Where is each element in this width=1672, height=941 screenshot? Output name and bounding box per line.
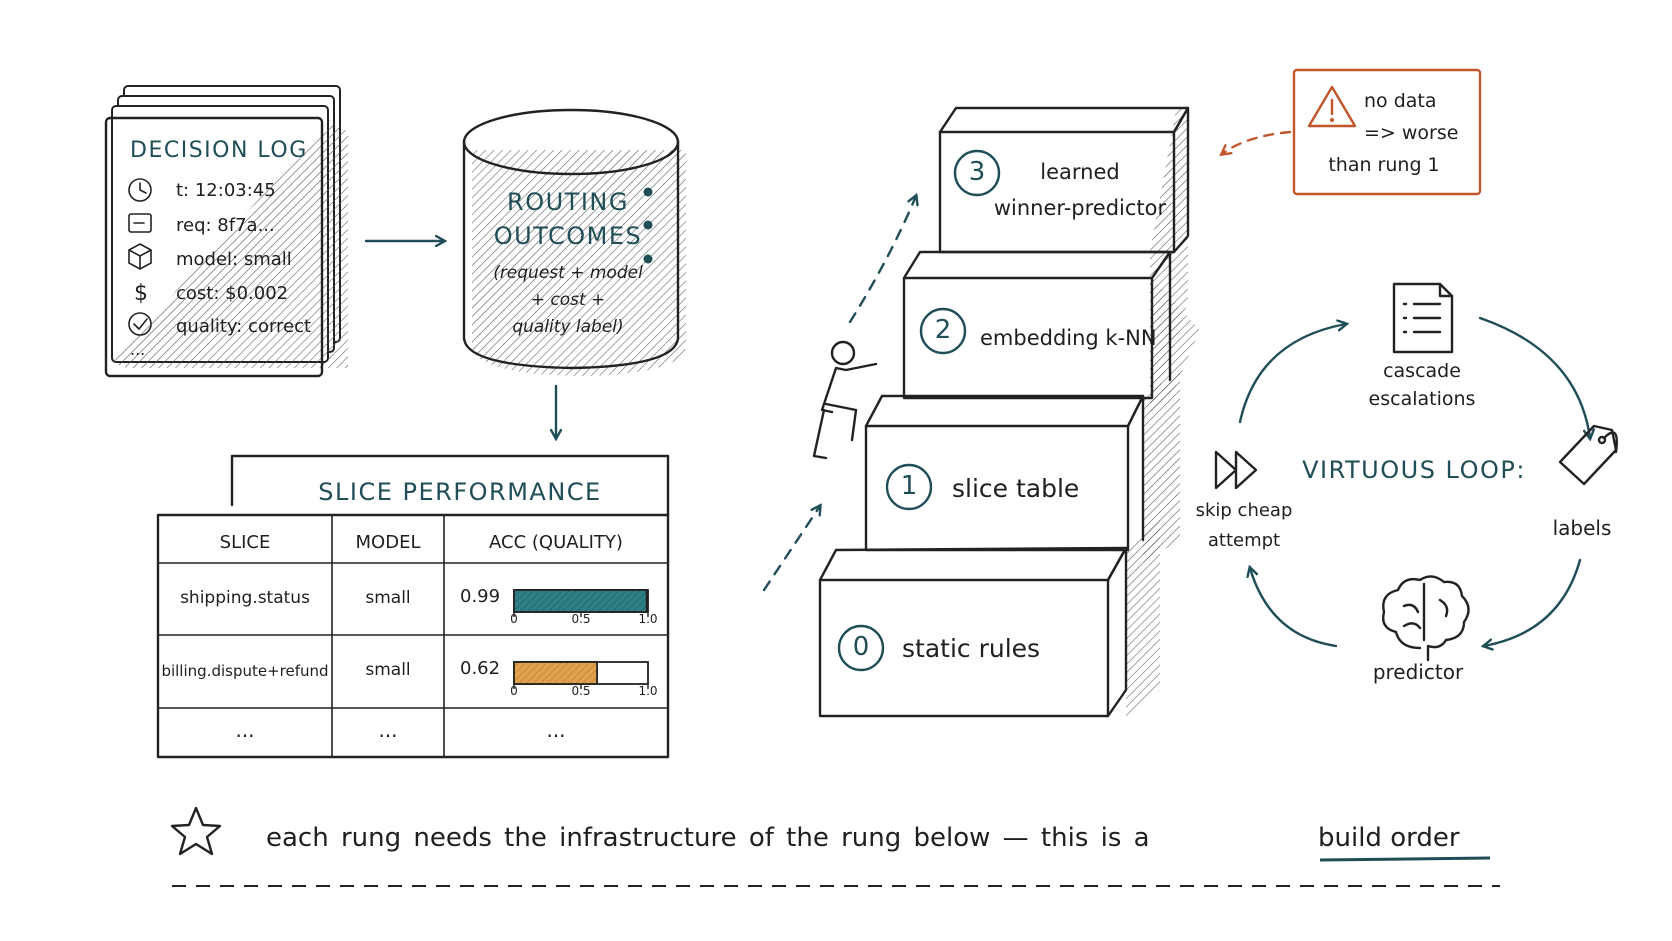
log-field-time: t: 12:03:45	[176, 180, 276, 201]
rung-0-label: static rules	[902, 634, 1041, 663]
loop-node-skip-2: attempt	[1207, 530, 1281, 551]
rung-3-badge	[953, 149, 1001, 197]
row-0-tick-1: 0.5	[571, 612, 591, 626]
row-0-model: small	[365, 588, 411, 608]
col-header-model: MODEL	[355, 532, 421, 553]
rung-3-number: 3	[968, 157, 986, 187]
log-field-request: req: 8f7a...	[176, 215, 275, 236]
cube-icon	[128, 243, 152, 270]
col-header-slice: SLICE	[219, 532, 271, 553]
check-circle-icon	[128, 312, 152, 336]
acc-bar-fill-0	[513, 589, 648, 613]
log-field-cost: cost: $0.002	[176, 283, 289, 304]
row-1-tick-0: 0	[510, 684, 518, 698]
rung-1-number: 1	[900, 471, 918, 501]
routing-outcomes-desc-1: (request + model	[493, 263, 643, 283]
loop-node-cascade-2: escalations	[1368, 388, 1476, 410]
routing-outcomes-title-2: OUTCOMES	[493, 222, 643, 250]
row-1-tick-2: 1.0	[638, 684, 658, 698]
rung-2-label: embedding k-NN	[980, 326, 1157, 350]
build-order-underline	[1319, 856, 1491, 862]
row-1-slice: billing.dispute+refund	[161, 662, 329, 680]
loop-node-cascade-1: cascade	[1383, 360, 1461, 382]
slice-performance-title: SLICE PERFORMANCE	[318, 478, 602, 506]
rung-3-label-1: learned	[1040, 160, 1120, 184]
footer-text: each rung needs the infrastructure of th…	[266, 823, 1150, 853]
row-1-acc: 0.62	[460, 658, 501, 679]
row-0-slice: shipping.status	[180, 588, 310, 608]
log-field-model: model: small	[176, 249, 292, 270]
rung-0-number: 0	[852, 632, 870, 662]
rung-1-label: slice table	[952, 474, 1080, 503]
staircase	[818, 106, 1200, 718]
rung-2-badge	[919, 307, 967, 355]
rung-1-badge	[885, 463, 933, 511]
ellipsis-slice: ...	[235, 718, 255, 742]
footer-emphasis: build order	[1318, 823, 1460, 853]
col-header-acc: ACC (QUALITY)	[489, 532, 623, 553]
slice-performance-table	[156, 454, 670, 759]
row-1-model: small	[365, 660, 411, 680]
clock-icon	[128, 178, 152, 202]
dollar-icon: $	[134, 281, 148, 306]
warning-box	[1292, 68, 1482, 196]
warning-arrow	[1222, 130, 1292, 154]
warning-triangle-icon	[1307, 85, 1357, 128]
dashed-arrow-upper	[848, 196, 916, 324]
fast-forward-icon	[1214, 450, 1258, 490]
climbing-person-icon	[812, 340, 878, 460]
ellipsis-model: ...	[378, 718, 398, 742]
accuracy-bars	[513, 589, 649, 689]
routing-outcomes-desc-3: quality label)	[512, 317, 624, 337]
dashed-arrow-lower	[762, 506, 820, 592]
rung-0-badge	[837, 624, 885, 672]
warning-line-1: no data	[1364, 90, 1437, 112]
warning-line-2: => worse	[1364, 122, 1459, 144]
log-ellipsis: ...	[130, 340, 146, 359]
row-1-tick-1: 0.5	[571, 684, 591, 698]
virtuous-loop-title: VIRTUOUS LOOP:	[1302, 456, 1526, 484]
virtuous-loop-arrows	[1238, 316, 1590, 646]
ellipsis-acc: ...	[546, 718, 566, 742]
decision-log-card	[104, 85, 348, 378]
routing-outcomes-title-1: ROUTING	[507, 188, 629, 216]
row-0-acc: 0.99	[460, 586, 501, 607]
rung-2-number: 2	[934, 315, 952, 345]
acc-bar-fill-1	[513, 661, 598, 685]
routing-outcomes-database	[462, 108, 686, 376]
row-0-tick-0: 0	[510, 612, 518, 626]
log-field-quality: quality: correct	[176, 316, 312, 337]
checklist-icon	[1392, 282, 1454, 354]
tag-icon	[1558, 424, 1618, 486]
brain-icon	[1382, 575, 1470, 662]
request-icon	[128, 213, 152, 233]
star-icon	[170, 806, 222, 856]
routing-outcomes-desc-2: + cost +	[530, 290, 606, 310]
loop-node-skip-1: skip cheap	[1195, 500, 1293, 521]
loop-node-predictor: predictor	[1372, 660, 1464, 684]
decision-log-title: DECISION LOG	[130, 138, 308, 163]
row-0-tick-2: 1.0	[638, 612, 658, 626]
warning-line-3: than rung 1	[1328, 154, 1440, 176]
rung-3-label-2: winner-predictor	[993, 196, 1167, 220]
loop-node-labels: labels	[1552, 516, 1612, 540]
